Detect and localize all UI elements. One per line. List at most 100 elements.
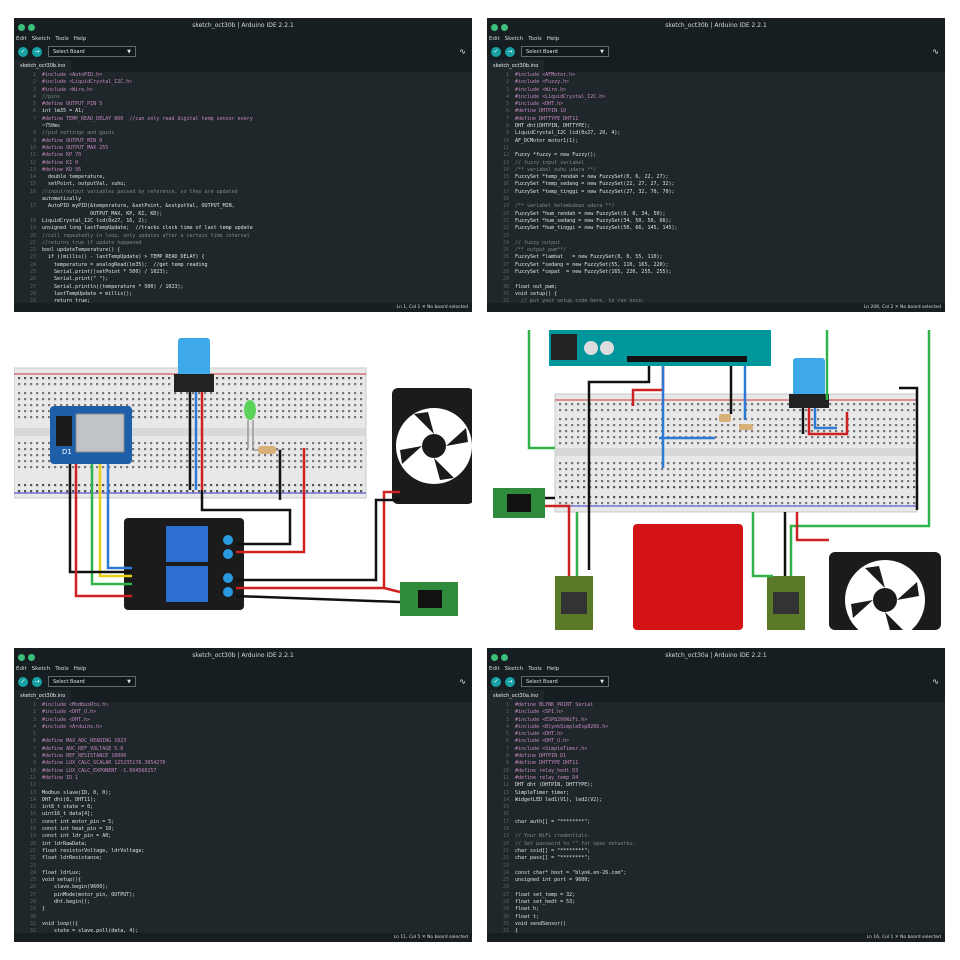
code-line[interactable]: ~750ms [14,123,472,130]
code-line[interactable]: 1#define BLYNK_PRINT Serial [487,702,945,709]
code-line[interactable]: 7#define DHTTYPE DHT11 [487,116,945,123]
window-control-icon[interactable] [28,654,35,661]
code-line[interactable]: 12 [14,782,472,789]
code-line[interactable]: 11#define KP 70 [14,152,472,159]
code-line[interactable]: 1#include <AutoPID.h> [14,72,472,79]
menu-sketch[interactable]: Sketch [31,666,51,672]
code-line[interactable]: 25 Serial.print((setPoint * 500) / 1023)… [14,269,472,276]
code-line[interactable]: 6#include <DHT_U.h> [487,738,945,745]
menu-tools[interactable]: Tools [528,666,542,672]
code-line[interactable]: 18 [487,826,945,833]
code-line[interactable]: 7#define ADC_REF_VOLTAGE 5.0 [14,746,472,753]
code-line[interactable]: 17 AutoPID myPID(&temperature, &setPoint… [14,203,472,210]
code-line[interactable]: 23 [14,863,472,870]
code-line[interactable]: 32{ [487,928,945,933]
code-line[interactable]: 28 lastTempUpdate = millis(); [14,291,472,298]
code-line[interactable]: OUTPUT_MAX, KP, KI, KD); [14,211,472,218]
menu-sketch[interactable]: Sketch [31,36,51,42]
board-selector[interactable]: Select Board▼ [521,46,609,57]
code-line[interactable]: 19// Your WiFi credentials. [487,833,945,840]
tab-sketch[interactable]: sketch_oct30b.ino [14,60,72,72]
code-line[interactable]: 3#include <Wire.h> [14,87,472,94]
code-line[interactable]: 18 [487,196,945,203]
code-line[interactable]: 20// Set password to "" for open network… [487,841,945,848]
code-line[interactable]: 8#define DHTPIN D1 [487,753,945,760]
code-line[interactable]: 7#include <SimpleTimer.h> [487,746,945,753]
menu-help[interactable]: Help [73,36,87,42]
code-line[interactable]: 32 // put your setup code here, to run o… [487,298,945,303]
code-line[interactable]: 20//call repeatedly in loop, only update… [14,233,472,240]
menu-help[interactable]: Help [546,36,560,42]
code-line[interactable]: 9#define OUTPUT_MIN 0 [14,138,472,145]
menu-edit[interactable]: Edit [489,36,500,42]
code-line[interactable]: 9#define DHTTYPE DHT11 [487,760,945,767]
code-line[interactable]: 29 return true; [14,298,472,303]
code-line[interactable]: 23 [487,863,945,870]
code-line[interactable]: automatically [14,196,472,203]
code-line[interactable]: 4#include <BlynkSimpleEsp8266.h> [487,724,945,731]
menu-tools[interactable]: Tools [528,36,542,42]
code-line[interactable]: 5 [14,731,472,738]
code-line[interactable]: 21//returns true if update happened [14,240,472,247]
code-line[interactable]: 5#include <DHT.h> [487,731,945,738]
code-line[interactable]: 3#include <DHT.h> [14,717,472,724]
code-line[interactable]: 29} [14,906,472,913]
code-line[interactable]: 29 [487,276,945,283]
code-line[interactable]: 11#define relay_temp D4 [487,775,945,782]
code-line[interactable]: 26 slave.begin(9600); [14,884,472,891]
board-selector[interactable]: Select Board▼ [521,676,609,687]
code-line[interactable]: 11 [487,145,945,152]
menu-help[interactable]: Help [73,666,87,672]
menu-sketch[interactable]: Sketch [504,666,524,672]
window-control-icon[interactable] [18,24,25,31]
code-editor[interactable]: 1#include <AutoPID.h>2#include <LiquidCr… [14,72,472,303]
code-line[interactable]: 10#define relay_hedt D3 [487,768,945,775]
code-line[interactable]: 10#define LUX_CALC_EXPONENT -1.604568157 [14,768,472,775]
verify-icon[interactable]: ✓ [491,47,501,57]
board-selector[interactable]: Select Board▼ [48,46,136,57]
code-line[interactable]: 19/** variabel kelembaban udara **/ [487,203,945,210]
menu-tools[interactable]: Tools [55,36,69,42]
code-line[interactable]: 2#include <LiquidCrystal_I2C.h> [14,79,472,86]
window-control-icon[interactable] [501,654,508,661]
code-line[interactable]: 2#include <DHT_U.h> [14,709,472,716]
code-editor[interactable]: 1#include <ModbusRtu.h>2#include <DHT_U.… [14,702,472,933]
serial-plotter-icon[interactable]: ∿ [459,47,466,56]
code-line[interactable]: 10#define OUTPUT_MAX 255 [14,145,472,152]
code-line[interactable]: 14/** variabel suhu udara **/ [487,167,945,174]
serial-plotter-icon[interactable]: ∿ [459,677,466,686]
code-line[interactable]: 6#define MAX_ADC_READING 1023 [14,738,472,745]
code-line[interactable]: 1#include <ModbusRtu.h> [14,702,472,709]
code-line[interactable]: 3#include <Wire.h> [487,87,945,94]
code-line[interactable]: 30 [14,914,472,921]
code-line[interactable]: 24 temperature = analogRead(lm35); //get… [14,262,472,269]
code-line[interactable]: 26 Serial.print(" "); [14,276,472,283]
menu-sketch[interactable]: Sketch [504,36,524,42]
code-line[interactable]: 9#define LUX_CALC_SCALAR 125235178.36542… [14,760,472,767]
window-control-icon[interactable] [18,654,25,661]
upload-icon[interactable]: → [505,677,515,687]
